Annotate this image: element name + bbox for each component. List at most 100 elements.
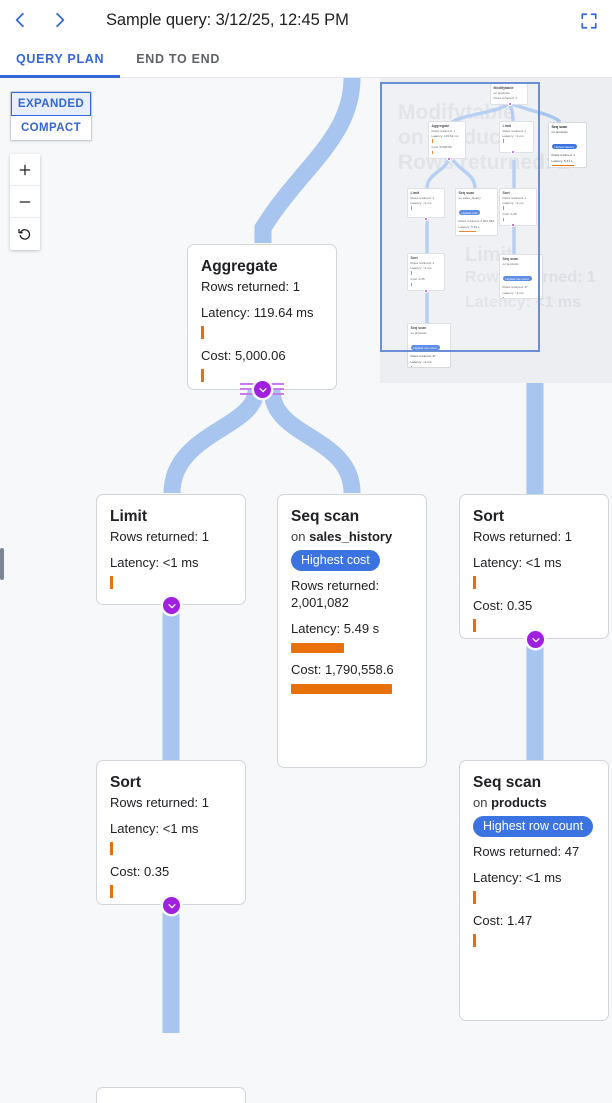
chevron-right-icon (56, 12, 65, 28)
fullscreen-icon (581, 13, 597, 29)
node-badge-highest-row-count: Highest row count (473, 816, 594, 838)
minimap-node-limit-mid[interactable]: Limit Rows returned: 1 Latency: <1 ms (407, 188, 445, 218)
plan-node-seqscan-sales-history[interactable]: Seq scan on sales_history Highest cost R… (277, 494, 427, 768)
minimap-node-aggregate[interactable]: Aggregate Rows returned: 1 Latency: 119.… (428, 121, 466, 159)
minimap-node-seqscan-products-bottom[interactable]: Seq scan on products Highest row count R… (407, 323, 451, 368)
node-latency-indicator (291, 643, 344, 654)
plan-node-sort-lower[interactable]: Sort Rows returned: 1 Latency: <1 ms Cos… (96, 760, 246, 905)
on-label: on (291, 529, 306, 545)
minimap-node-sub: Rows returned: 1 (551, 152, 576, 157)
node-latency: Latency: <1 ms (110, 555, 199, 571)
minimap-node-sub: Rows returned: 2,001,082 (458, 218, 495, 223)
tab-end-to-end[interactable]: END TO END (120, 40, 236, 77)
collapse-toggle-aggregate[interactable] (254, 381, 271, 398)
plan-node-limit[interactable]: Limit Rows returned: 1 Latency: <1 ms (96, 494, 246, 605)
zoom-in-button[interactable] (10, 154, 40, 186)
zoom-out-button[interactable] (10, 186, 40, 218)
minimap-node-sub: Rows returned: 1 (502, 129, 527, 134)
minimap-node-sub: Rows returned: 1 (410, 196, 435, 201)
node-cost: Cost: 0.35 (110, 864, 170, 880)
minimap-node-title: Seq scan (458, 191, 475, 195)
minimap-cost-tick (431, 150, 433, 155)
plan-node-aggregate[interactable]: Aggregate Rows returned: 1 Latency: 119.… (187, 244, 337, 390)
minimap-latency-bar (458, 230, 476, 233)
node-rows-returned: Rows returned: 1 (110, 795, 209, 811)
plan-node-seqscan-products-right[interactable]: Seq scan on products Highest row count R… (459, 760, 609, 1021)
minimap-junction-dot (424, 289, 428, 293)
node-cost: Cost: 5,000.06 (201, 348, 286, 364)
node-latency-indicator (473, 891, 476, 905)
view-mode-compact[interactable]: COMPACT (11, 116, 91, 140)
minimap-latency-tick (502, 206, 504, 210)
minimap-node-sub: Cost: 5,000.06 (431, 144, 452, 149)
node-relation: on sales_history (291, 529, 413, 544)
collapse-toggle-sort-mid[interactable] (527, 631, 544, 648)
minimap-node-sub: Latency: <1 ms (410, 265, 432, 270)
chevron-down-icon (258, 387, 267, 392)
minimap[interactable]: Modifytable on products Rows returned: 1… (380, 78, 612, 383)
fullscreen-button[interactable] (576, 8, 602, 34)
minus-icon (19, 200, 31, 203)
minimap-node-sub: Latency: <1 ms (410, 200, 432, 205)
minimap-badge: Highest latency (551, 144, 578, 150)
minimap-node-sort-lower[interactable]: Sort Rows returned: 1 Latency: <1 ms Cos… (407, 253, 445, 291)
minimap-latency-tick (431, 139, 433, 143)
tab-query-plan[interactable]: QUERY PLAN (0, 40, 121, 78)
minimap-cost-tick (410, 282, 412, 287)
node-latency-indicator (110, 576, 113, 590)
back-button[interactable] (0, 0, 40, 40)
minimap-node-title: Modifytable (493, 86, 514, 90)
node-latency-indicator (473, 576, 476, 590)
minimap-node-sub: on sales_history (458, 196, 481, 201)
minimap-node-seqscan-sales-history[interactable]: Seq scan on sales_history Highest cost R… (455, 188, 498, 236)
node-badge-highest-cost: Highest cost (291, 550, 380, 572)
minimap-node-sub: Rows returned: 1 (431, 129, 456, 134)
minimap-junction-dot (511, 150, 515, 154)
minimap-node-title: Seq scan (410, 326, 427, 330)
minimap-node-sub: Rows returned: 47 (410, 353, 436, 358)
view-mode-toggle: EXPANDED COMPACT (10, 91, 92, 141)
view-mode-expanded[interactable]: EXPANDED (11, 92, 91, 116)
view-mode-compact-label: COMPACT (20, 122, 82, 134)
zoom-controls (10, 154, 40, 250)
minimap-node-title: Aggregate (431, 124, 450, 128)
edge-root-to-aggregate (254, 78, 361, 243)
node-relation: on products (473, 795, 595, 810)
node-cost-indicator (473, 934, 476, 948)
node-rows-returned: Rows returned: 47 (473, 844, 580, 860)
minimap-node-seqscan-products-top[interactable]: Seq scan on products Highest latency Row… (548, 122, 587, 168)
plan-node-seqscan-products-bottom[interactable]: Seq scan on products Highest row count R… (96, 1087, 246, 1103)
collapse-toggle-sort-lower[interactable] (163, 897, 180, 914)
plan-node-sort-mid[interactable]: Sort Rows returned: 1 Latency: <1 ms Cos… (459, 494, 609, 639)
node-title: Sort (473, 508, 504, 525)
node-latency-indicator (201, 326, 204, 340)
minimap-node-title: Limit (410, 191, 420, 195)
chevron-down-icon (167, 903, 176, 908)
app-header: Sample query: 3/12/25, 12:45 PM (0, 0, 612, 40)
minimap-node-sub: Latency: <1 ms (410, 359, 432, 364)
forward-button[interactable] (40, 0, 80, 40)
minimap-node-sub: Rows returned: 47 (502, 284, 528, 289)
node-cost-indicator (110, 885, 113, 899)
node-cost-indicator (201, 369, 204, 383)
minimap-junction-dot (447, 157, 451, 161)
node-rows-returned: Rows returned: 2,001,082 (291, 578, 380, 611)
collapse-toggle-limit[interactable] (163, 597, 180, 614)
minimap-node-sub: Rows returned: 1 (502, 196, 527, 201)
minimap-node-sub: Latency: 5.41 s (551, 158, 573, 163)
plan-canvas[interactable]: EXPANDED COMPACT (0, 78, 612, 1103)
node-title: Seq scan (473, 774, 542, 791)
canvas-scrollbar-handle[interactable] (0, 548, 4, 580)
on-label: on (473, 795, 488, 811)
minimap-node-title: Sort (410, 256, 418, 260)
minimap-viewport-rect[interactable] (380, 82, 540, 352)
chevron-down-icon (531, 637, 540, 642)
minimap-node-sub: Latency: <1 ms (502, 200, 524, 205)
reset-view-button[interactable] (10, 218, 40, 250)
tab-bar: QUERY PLAN END TO END (0, 40, 612, 78)
minimap-node-sub: on products (410, 331, 427, 336)
relation-name: products (491, 795, 547, 811)
minimap-junction-dot (424, 217, 428, 221)
node-title: Aggregate (201, 258, 278, 275)
minimap-node-title: Sort (502, 191, 510, 195)
